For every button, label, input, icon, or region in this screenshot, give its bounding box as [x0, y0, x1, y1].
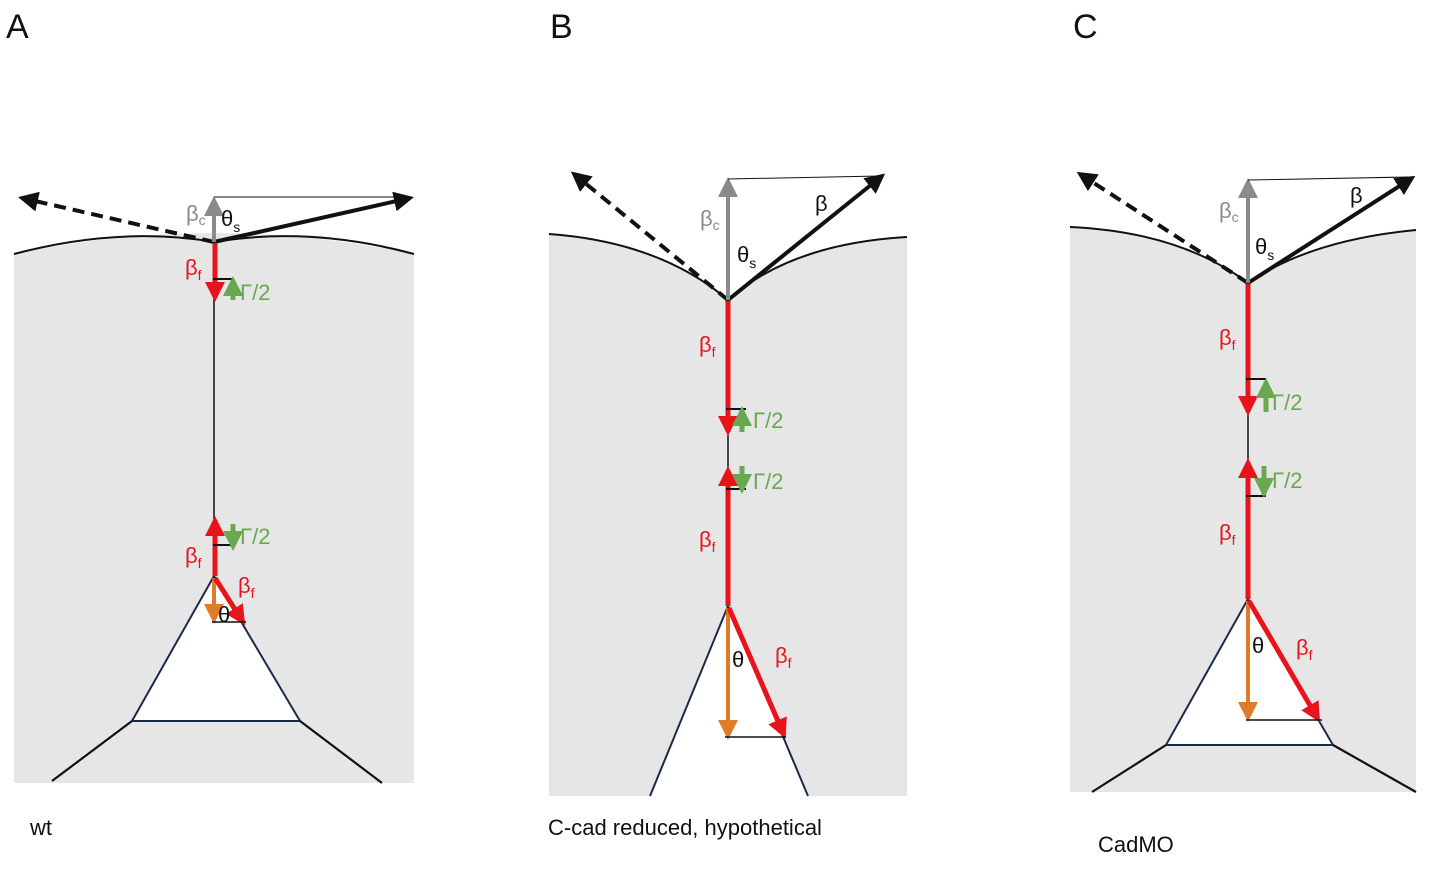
projection-line [727, 175, 881, 180]
label-theta: θ [1252, 633, 1264, 658]
label-beta-f-top: βf [1219, 325, 1236, 353]
cell-outline [130, 574, 302, 722]
panel-letter-a: A [6, 8, 29, 46]
beta-mirror-dashed [570, 171, 730, 302]
label-beta: β [1350, 183, 1363, 208]
cell-junction-right [299, 720, 383, 784]
caption-c: CadMO [1098, 832, 1174, 857]
label-beta-c: βc [186, 201, 206, 228]
label-beta-f-top: βf [185, 255, 202, 283]
label-theta-s: θs [737, 242, 756, 271]
label-gamma-bottom: Γ/2 [1272, 468, 1302, 493]
cell-junction-right [1332, 744, 1417, 793]
beta-mirror-dashed [18, 191, 215, 244]
label-gamma-bottom: Γ/2 [240, 524, 270, 549]
beta-f-diag-vector [1246, 599, 1321, 723]
label-beta-f-top: βf [699, 332, 716, 360]
label-beta: β [815, 191, 828, 216]
label-gamma-bottom: Γ/2 [753, 469, 783, 494]
beta-mirror-dashed [1076, 171, 1250, 285]
label-beta-f-bottom: βf [1219, 520, 1236, 548]
caption-b: C-cad reduced, hypothetical [548, 815, 822, 840]
label-gamma-top: Γ/2 [240, 280, 270, 305]
beta-f-diag-vector [726, 607, 787, 739]
label-beta-c: βc [1219, 198, 1239, 225]
beta-f-diag-vector [212, 576, 246, 626]
cell-junction-left [51, 720, 133, 782]
projection-line [1247, 176, 1409, 181]
label-gamma-top: Γ/2 [1272, 390, 1302, 415]
label-beta-f-diag: βf [238, 573, 255, 601]
label-theta: θ [732, 647, 744, 672]
panel-a: A βc θs βf Γ/2 Γ/2 βf βf θ [6, 8, 415, 840]
panel-c: C βc θs β βf Γ/2 Γ/2 βf βf [1069, 8, 1417, 857]
beta-vector [726, 173, 886, 302]
label-theta: θ [218, 602, 230, 627]
panel-letter-c: C [1073, 8, 1098, 46]
label-beta-c: βc [700, 206, 720, 233]
caption-a: wt [29, 815, 52, 840]
label-beta-f-diag: βf [775, 643, 792, 671]
label-gamma-top: Γ/2 [753, 408, 783, 433]
label-theta-s: θs [221, 206, 240, 235]
tissue-region [1070, 227, 1416, 792]
beta-vector [1246, 175, 1416, 285]
label-beta-f-bottom: βf [699, 527, 716, 555]
panel-letter-b: B [550, 8, 573, 46]
label-beta-f-diag: βf [1296, 635, 1313, 663]
beta-vector [213, 191, 414, 244]
cell-edge-left [649, 605, 729, 797]
label-theta-s: θs [1255, 234, 1274, 263]
label-beta-f-bottom: βf [185, 543, 202, 571]
panel-b: B βc θs β βf Γ/2 Γ/2 βf βf [548, 8, 908, 840]
cell-junction-left [1091, 744, 1167, 793]
